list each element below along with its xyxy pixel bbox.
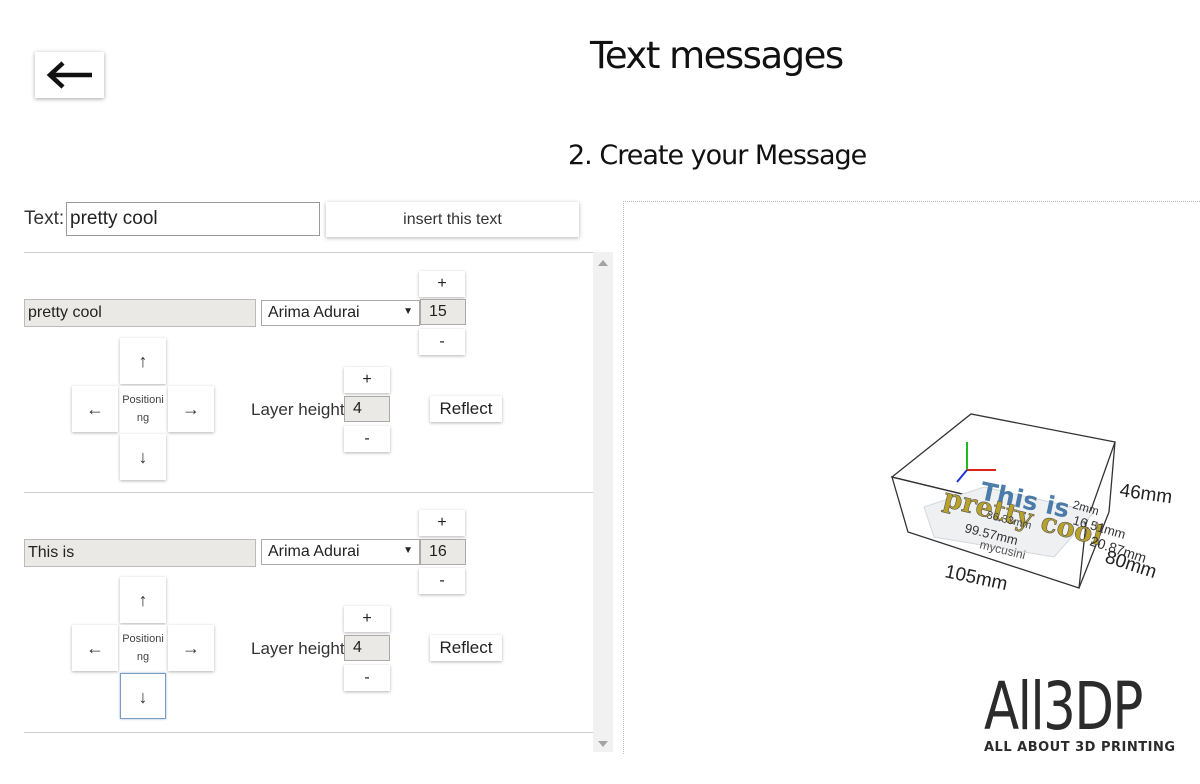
size-increase-button[interactable]: + [419,510,465,536]
insert-text-button[interactable]: insert this text [326,202,579,237]
size-decrease-button[interactable]: - [419,568,465,594]
all3dp-logo: All3DP ALL ABOUT 3D PRINTING [984,672,1184,772]
text-label: Text: [24,208,65,229]
move-right-button[interactable]: → [168,625,214,671]
positioning-label: Positioning [120,625,166,671]
message-item: + This is Arima Adurai ▼ 16 - ↑ ← Positi… [24,493,593,733]
font-select-value: Arima Adurai [268,543,360,560]
item-divider [24,492,594,493]
3d-preview-viewer[interactable]: This is pretty cool 46mm 105mm 80mm 2mm … [623,201,1200,754]
list-scrollbar[interactable] [593,252,613,752]
move-down-button[interactable]: ↓ [120,673,166,719]
size-field[interactable]: 15 [420,299,466,325]
3d-preview-canvas: This is pretty cool 46mm 105mm 80mm 2mm … [890,413,1174,595]
item-divider [24,732,594,733]
reflect-button[interactable]: Reflect [430,396,502,422]
chevron-down-icon: ▼ [403,545,413,556]
move-left-button[interactable]: ← [72,386,118,432]
item-text-field[interactable]: This is [24,539,256,567]
layer-height-label: Layer height [251,400,345,419]
reflect-button[interactable]: Reflect [430,635,502,661]
font-select-value: Arima Adurai [268,304,360,321]
layer-increase-button[interactable]: + [344,367,390,393]
move-up-button[interactable]: ↑ [120,577,166,623]
font-select[interactable]: Arima Adurai ▼ [261,539,420,565]
item-text-field[interactable]: pretty cool [24,299,256,327]
dimension-depth-label: 46mm [1118,480,1173,508]
page-title: Text messages [590,34,844,77]
layer-height-label: Layer height [251,639,345,658]
move-down-button[interactable]: ↓ [120,434,166,480]
back-button[interactable] [35,52,104,98]
layer-height-field[interactable]: 4 [344,635,390,661]
dimension-width-label: 105mm [943,561,1009,595]
chevron-down-icon: ▼ [403,306,413,317]
size-increase-button[interactable]: + [419,271,465,297]
font-select[interactable]: Arima Adurai ▼ [261,300,420,326]
size-field[interactable]: 16 [420,539,466,565]
scroll-up-icon[interactable] [598,260,608,266]
message-items-list[interactable]: + pretty cool Arima Adurai ▼ 15 - ↑ ← Po… [24,252,613,752]
move-up-button[interactable]: ↑ [120,338,166,384]
layer-decrease-button[interactable]: - [344,665,390,691]
text-input[interactable] [66,202,320,236]
size-decrease-button[interactable]: - [419,329,465,355]
positioning-label: Positioning [120,386,166,432]
layer-decrease-button[interactable]: - [344,426,390,452]
logo-tagline: ALL ABOUT 3D PRINTING [984,740,1176,755]
move-left-button[interactable]: ← [72,625,118,671]
scroll-down-icon[interactable] [598,741,608,747]
arrow-left-icon [46,61,92,89]
logo-brand: All3DP [984,668,1143,745]
message-item: + pretty cool Arima Adurai ▼ 15 - ↑ ← Po… [24,253,593,493]
section-title: 2. Create your Message [568,140,867,171]
layer-height-field[interactable]: 4 [344,396,390,422]
layer-increase-button[interactable]: + [344,606,390,632]
move-right-button[interactable]: → [168,386,214,432]
